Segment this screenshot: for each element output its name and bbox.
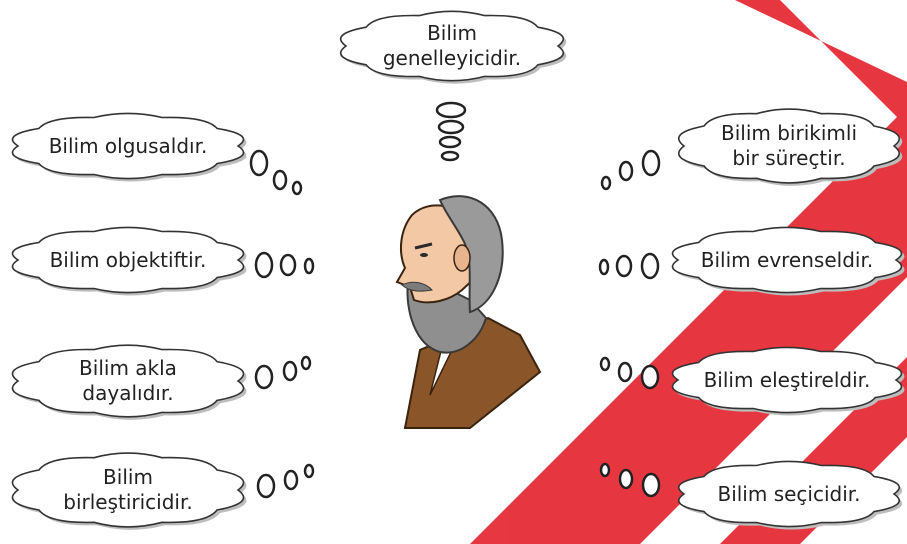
thought-text-right-4: Bilim seçicidir.: [717, 481, 861, 506]
thought-text-right-3: Bilim eleştireldir.: [703, 367, 871, 392]
cloud-outline: [671, 346, 903, 414]
mustache-shape: [401, 281, 433, 292]
cloud-outline: [671, 226, 903, 294]
thought-text-left-4: Bilim birleştiricidir.: [63, 465, 193, 514]
thought-text-right-2: Bilim evrenseldir.: [700, 247, 874, 272]
thought-text-right-1: Bilim birikimli bir süreçtir.: [721, 121, 857, 170]
cloud-outline: [11, 344, 245, 418]
brow-shape: [414, 242, 433, 250]
cloud-outline: [340, 10, 564, 82]
eye-shape: [420, 253, 428, 257]
thought-cloud-left-3: Bilim akla dayalıdır.: [10, 340, 247, 422]
cloud-outline: [11, 452, 245, 528]
thought-cloud-right-2: Bilim evrenseldir.: [670, 222, 905, 298]
thought-text-left-3: Bilim akla dayalıdır.: [79, 356, 177, 405]
thought-cloud-top: Bilim genelleyicidir.: [338, 6, 567, 86]
thought-text-top: Bilim genelleyicidir.: [382, 21, 522, 70]
thought-cloud-right-4: Bilim seçicidir.: [676, 456, 903, 532]
ear-shape: [453, 244, 471, 272]
thought-cloud-left-4: Bilim birleştiricidir.: [10, 448, 247, 532]
cloud-outline: [11, 226, 245, 294]
cloud-outline: [678, 108, 900, 184]
thought-text-left-1: Bilim olgusaldır.: [48, 133, 208, 158]
cloud-outline: [11, 112, 245, 180]
thought-cloud-right-1: Bilim birikimli bir süreçtir.: [676, 104, 903, 188]
hair-shape: [438, 195, 504, 314]
cloud-outline: [678, 460, 900, 528]
thought-cloud-left-1: Bilim olgusaldır.: [10, 108, 247, 184]
thought-cloud-left-2: Bilim objektiftir.: [10, 222, 247, 298]
watermark-stripe: [470, 107, 907, 544]
thought-text-left-2: Bilim objektiftir.: [49, 247, 207, 272]
thought-cloud-right-3: Bilim eleştireldir.: [670, 342, 905, 418]
